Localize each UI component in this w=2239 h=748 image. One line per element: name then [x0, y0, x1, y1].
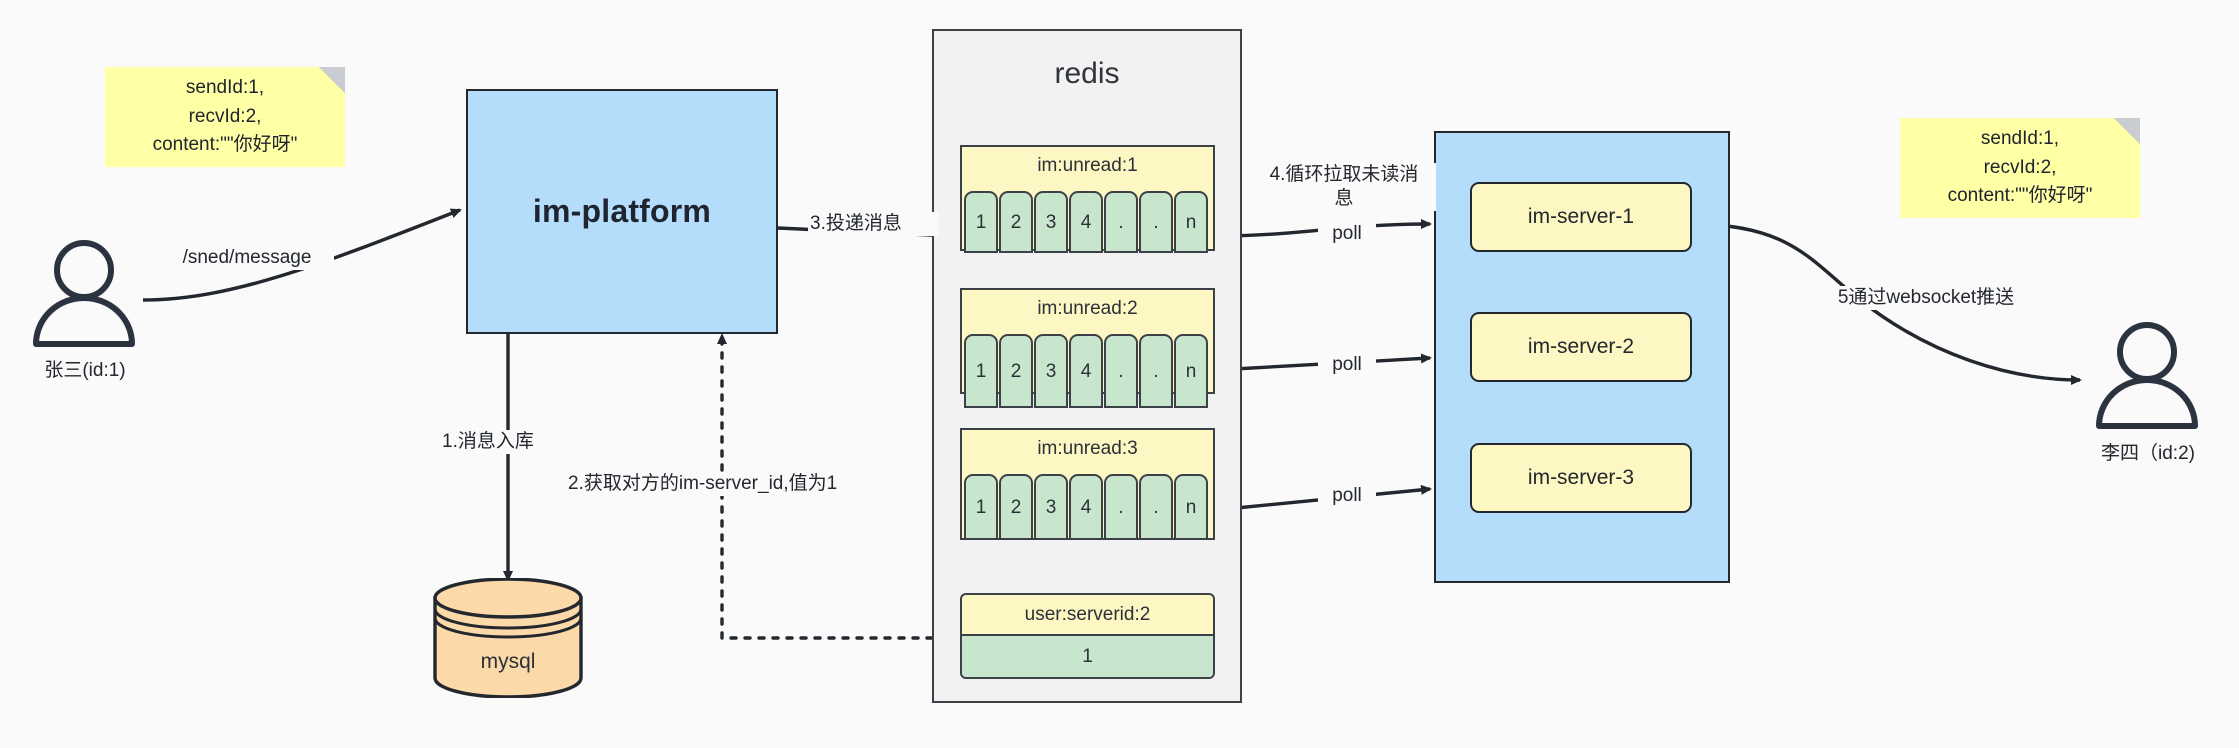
queue-1-cells: 1 2 3 4 . . n: [964, 191, 1208, 255]
redis-queue-im-unread-2[interactable]: im:unread:2 1 2 3 4 . . n: [960, 288, 1215, 408]
note-fold-icon: [319, 67, 345, 93]
im-server-2-box[interactable]: im-server-2: [1470, 312, 1692, 382]
edge-label-poll-2: poll: [1318, 353, 1376, 377]
sticky-note-right-text: sendId:1, recvId:2, content:""你好呀": [1947, 128, 2093, 207]
edge-sender-to-platform: [142, 208, 462, 302]
sender-label: 张三(id:1): [44, 360, 126, 381]
user-icon: [2096, 322, 2198, 429]
redis-queue-im-unread-1[interactable]: im:unread:1 1 2 3 4 . . n: [960, 145, 1215, 253]
sticky-note-left: sendId:1, recvId:2, content:""你好呀": [105, 67, 345, 167]
queue-cell[interactable]: 1: [964, 334, 998, 408]
redis-kv-user-serverid[interactable]: user:serverid:2 1: [960, 593, 1215, 679]
queue-cell[interactable]: .: [1139, 474, 1173, 540]
receiver-label: 李四（id:2): [2101, 443, 2195, 464]
edge-label-step3: 3.投递消息: [808, 212, 938, 236]
im-server-1-label: im-server-1: [1527, 205, 1635, 228]
queue-cell[interactable]: n: [1174, 474, 1208, 540]
queue-2-key: im:unread:2: [1037, 298, 1138, 319]
queue-cell[interactable]: n: [1174, 334, 1208, 408]
queue-cell[interactable]: 1: [964, 191, 998, 253]
im-platform-label: im-platform: [532, 193, 712, 229]
queue-cell[interactable]: .: [1104, 334, 1138, 408]
queue-3-cells: 1 2 3 4 . . n: [964, 474, 1208, 540]
queue-cell[interactable]: .: [1104, 191, 1138, 253]
edge-redis-to-platform-dotted: [717, 333, 962, 640]
queue-cell[interactable]: 4: [1069, 334, 1103, 408]
user-icon: [33, 240, 135, 347]
sticky-note-right: sendId:1, recvId:2, content:""你好呀": [1900, 118, 2140, 218]
im-server-2-label: im-server-2: [1527, 335, 1635, 358]
queue-cell[interactable]: n: [1174, 191, 1208, 253]
queue-2-cells: 1 2 3 4 . . n: [964, 334, 1208, 408]
redis-title: redis: [1054, 57, 1120, 90]
queue-cell[interactable]: 2: [999, 191, 1033, 253]
queue-cell[interactable]: 2: [999, 334, 1033, 408]
im-platform-box[interactable]: im-platform: [466, 89, 778, 334]
kv-key: user:serverid:2: [1024, 603, 1151, 625]
queue-cell[interactable]: 3: [1034, 191, 1068, 253]
receiver-avatar: [2090, 320, 2205, 430]
queue-3-key: im:unread:3: [1037, 438, 1138, 459]
edge-label-step4: 4.循环拉取未读消 息: [1252, 163, 1436, 211]
edge-label-send-message: /sned/message: [160, 246, 334, 270]
edge-label-step2: 2.获取对方的im-server_id,值为1: [566, 472, 890, 496]
im-server-3-box[interactable]: im-server-3: [1470, 443, 1692, 513]
edge-label-step1: 1.消息入库: [440, 430, 584, 454]
queue-cell[interactable]: .: [1139, 334, 1173, 408]
edge-label-step5: 5通过websocket推送: [1784, 286, 2068, 310]
queue-cell[interactable]: 3: [1034, 334, 1068, 408]
queue-cell[interactable]: 4: [1069, 191, 1103, 253]
queue-cell[interactable]: .: [1139, 191, 1173, 253]
note-fold-icon: [2114, 118, 2140, 144]
im-server-1-box[interactable]: im-server-1: [1470, 182, 1692, 252]
queue-cell[interactable]: 1: [964, 474, 998, 540]
queue-1-key: im:unread:1: [1037, 155, 1138, 176]
queue-cell[interactable]: 2: [999, 474, 1033, 540]
mysql-label: mysql: [480, 650, 536, 673]
queue-cell[interactable]: .: [1104, 474, 1138, 540]
edge-label-poll-1: poll: [1318, 222, 1376, 246]
redis-queue-im-unread-3[interactable]: im:unread:3 1 2 3 4 . . n: [960, 428, 1215, 540]
sticky-note-left-text: sendId:1, recvId:2, content:""你好呀": [152, 77, 298, 156]
mysql-database[interactable]: mysql: [432, 577, 584, 699]
queue-cell[interactable]: 3: [1034, 474, 1068, 540]
edge-label-poll-3: poll: [1318, 484, 1376, 508]
database-cylinder-icon: [433, 577, 583, 699]
queue-cell[interactable]: 4: [1069, 474, 1103, 540]
sender-avatar: [27, 238, 142, 348]
im-server-3-label: im-server-3: [1527, 466, 1635, 489]
kv-value: 1: [962, 634, 1213, 677]
